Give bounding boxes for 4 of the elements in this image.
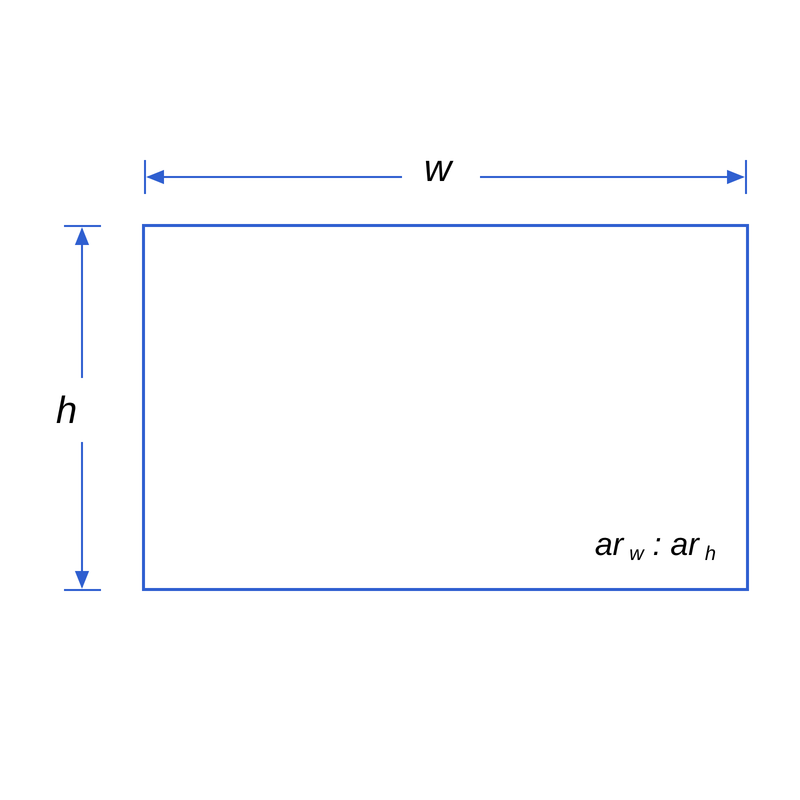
dimension-label: w — [424, 150, 452, 188]
dimension-label: h — [56, 392, 78, 430]
ratio-formula: ar$_{w}$ : ar$_{h}$ — [594, 528, 716, 560]
rectangle — [142, 224, 749, 591]
